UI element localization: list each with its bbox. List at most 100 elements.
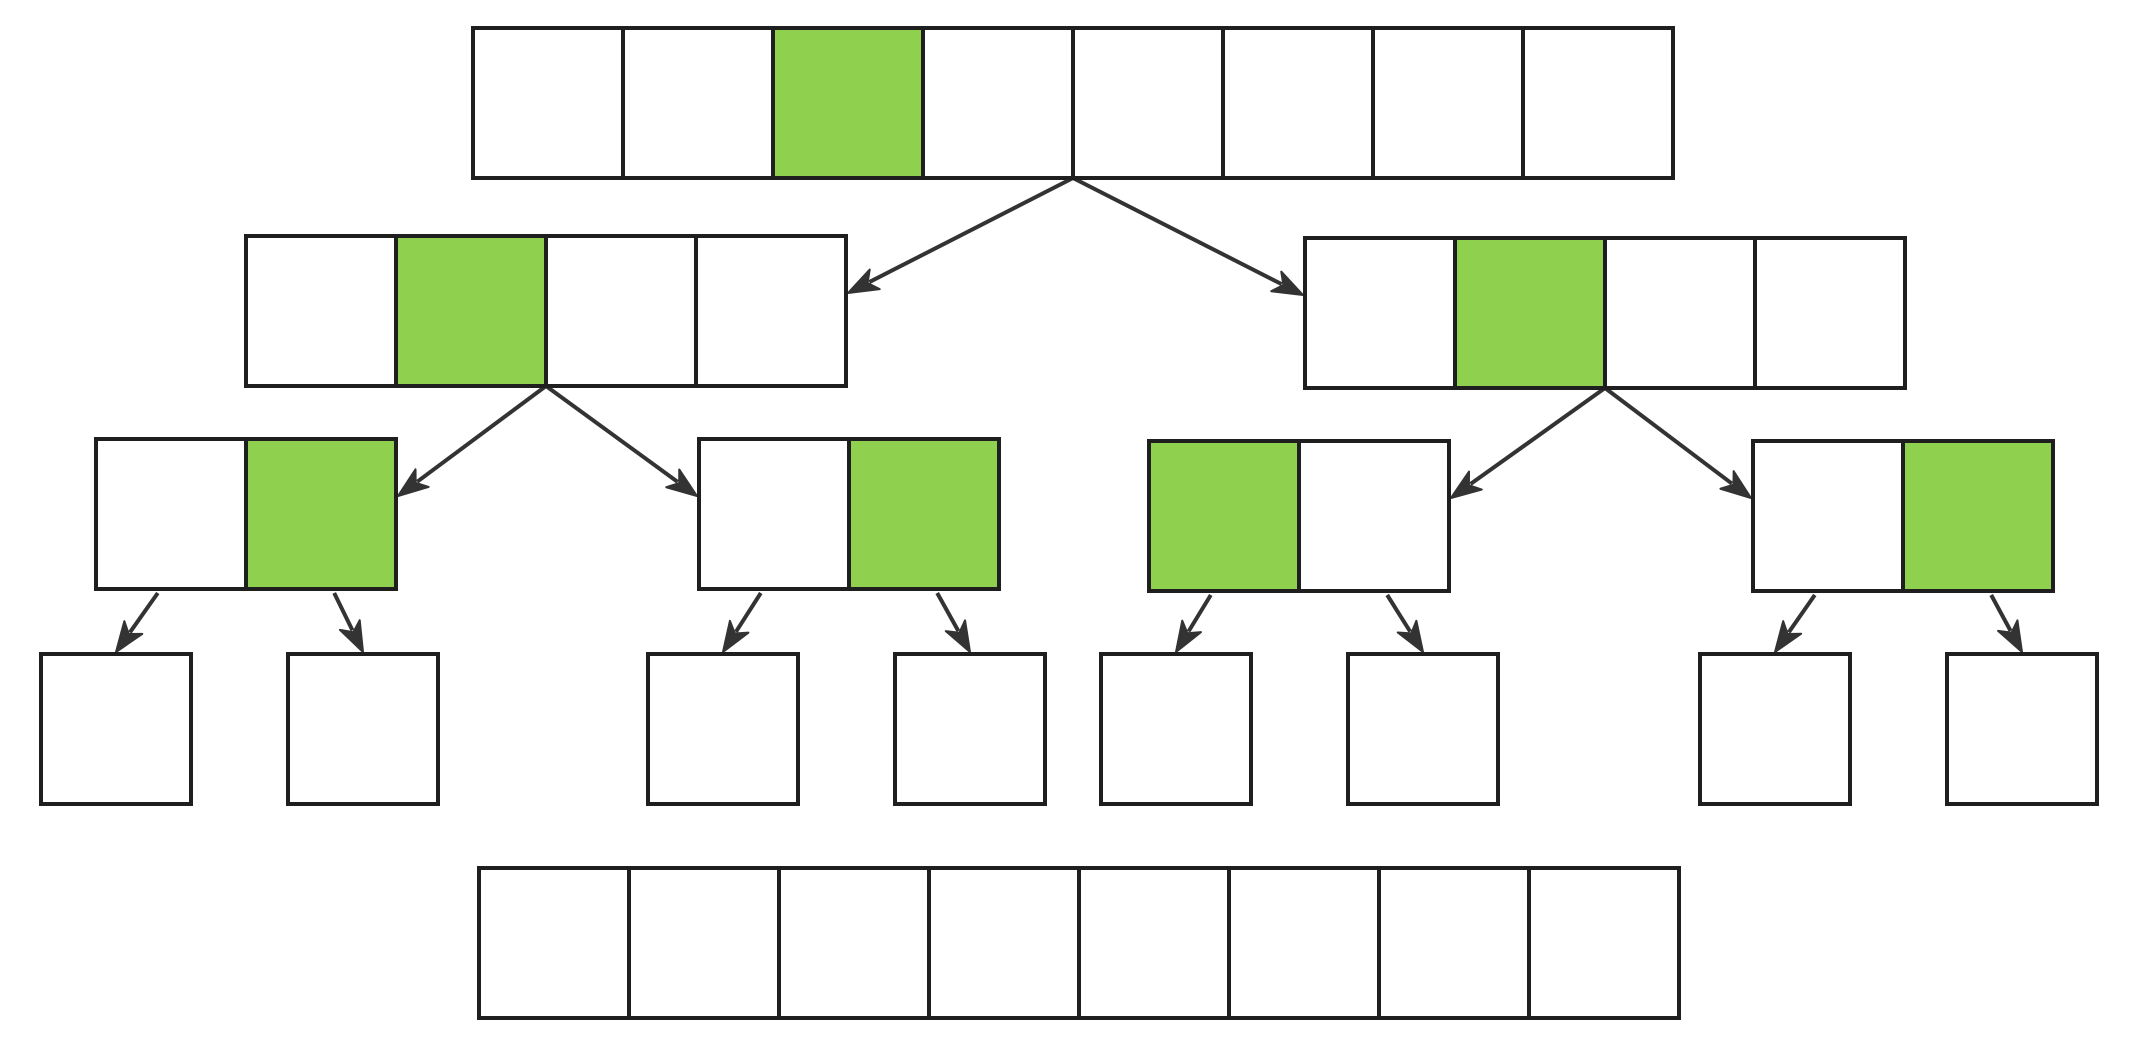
arrow-head bbox=[1396, 619, 1424, 653]
arrow-line bbox=[416, 384, 548, 484]
arrow-level2-c-to-level3-5 bbox=[1175, 593, 1213, 653]
arrow-level0-root-to-level1-right bbox=[1072, 176, 1304, 296]
arrows-group bbox=[115, 176, 2023, 653]
highlighted-cell bbox=[771, 26, 925, 180]
array-level0-root bbox=[471, 26, 1675, 180]
arrow-head bbox=[1719, 470, 1752, 499]
array-cell bbox=[1527, 866, 1681, 1020]
array-level1-right bbox=[1303, 236, 1907, 390]
array-cell bbox=[1753, 236, 1907, 390]
array-level3-7 bbox=[1698, 652, 1852, 806]
highlighted-cell bbox=[1453, 236, 1607, 390]
array-level1-left bbox=[244, 234, 848, 388]
arrow-head bbox=[397, 468, 430, 497]
array-cell bbox=[244, 234, 398, 388]
array-cell bbox=[1751, 439, 1905, 593]
arrow-line bbox=[935, 592, 961, 632]
arrow-head bbox=[1997, 619, 2023, 653]
arrow-level0-root-to-level1-left bbox=[847, 176, 1074, 294]
highlighted-cell bbox=[244, 437, 398, 591]
array-cell bbox=[1227, 866, 1381, 1020]
arrays-group bbox=[39, 26, 2099, 1020]
array-cell bbox=[921, 26, 1075, 180]
array-cell bbox=[1521, 26, 1675, 180]
array-cell bbox=[1071, 26, 1225, 180]
array-level3-4 bbox=[893, 652, 1047, 806]
arrow-head bbox=[338, 619, 364, 653]
array-cell bbox=[1346, 652, 1500, 806]
arrow-level2-c-to-level3-6 bbox=[1385, 593, 1424, 653]
array-level2-b bbox=[697, 437, 1001, 591]
array-cell bbox=[1077, 866, 1231, 1020]
array-cell bbox=[1303, 236, 1457, 390]
arrow-head bbox=[722, 619, 750, 653]
arrow-line bbox=[1385, 593, 1412, 633]
array-cell bbox=[697, 437, 851, 591]
array-cell bbox=[1377, 866, 1531, 1020]
array-cell bbox=[544, 234, 698, 388]
arrow-head bbox=[665, 468, 698, 497]
highlighted-cell bbox=[1147, 439, 1301, 593]
array-cell bbox=[1297, 439, 1451, 593]
array-level3-1 bbox=[39, 652, 193, 806]
array-level3-3 bbox=[646, 652, 800, 806]
array-cell bbox=[777, 866, 931, 1020]
array-cell bbox=[94, 437, 248, 591]
array-cell bbox=[1945, 652, 2099, 806]
arrow-level1-left-to-level2-a bbox=[397, 384, 548, 497]
arrow-head bbox=[847, 268, 881, 294]
array-cell bbox=[627, 866, 781, 1020]
arrow-level1-right-to-level2-d bbox=[1603, 386, 1752, 499]
arrow-level2-d-to-level3-8 bbox=[1989, 594, 2023, 653]
arrow-line bbox=[868, 176, 1074, 284]
arrow-head bbox=[1270, 270, 1304, 296]
arrow-level2-a-to-level3-2 bbox=[332, 592, 364, 653]
array-cell bbox=[646, 652, 800, 806]
arrow-line bbox=[1989, 594, 2013, 632]
arrow-head bbox=[1175, 619, 1203, 653]
arrow-line bbox=[1469, 386, 1607, 486]
array-cell bbox=[1099, 652, 1253, 806]
arrow-level1-right-to-level2-c bbox=[1450, 386, 1607, 499]
array-cell bbox=[39, 652, 193, 806]
arrow-line bbox=[734, 591, 763, 633]
arrow-head bbox=[1774, 620, 1803, 653]
arrow-level1-left-to-level2-b bbox=[544, 384, 698, 497]
highlighted-cell bbox=[1901, 439, 2055, 593]
array-cell bbox=[286, 652, 440, 806]
array-cell bbox=[1603, 236, 1757, 390]
arrow-line bbox=[128, 591, 160, 634]
highlighted-cell bbox=[394, 234, 548, 388]
arrow-line bbox=[1186, 593, 1213, 633]
arrow-line bbox=[544, 384, 679, 484]
arrow-head bbox=[115, 620, 144, 653]
array-level2-d bbox=[1751, 439, 2055, 593]
arrow-line bbox=[1603, 386, 1734, 486]
array-cell bbox=[1371, 26, 1525, 180]
array-level3-2 bbox=[286, 652, 440, 806]
arrow-head bbox=[1450, 470, 1483, 499]
array-cell bbox=[1221, 26, 1375, 180]
arrow-level2-b-to-level3-3 bbox=[722, 591, 763, 653]
arrow-line bbox=[1072, 176, 1283, 286]
arrow-line bbox=[332, 592, 355, 632]
array-level2-a bbox=[94, 437, 398, 591]
array-cell bbox=[1698, 652, 1852, 806]
arrow-level2-b-to-level3-4 bbox=[935, 592, 971, 653]
array-cell bbox=[694, 234, 848, 388]
array-result bbox=[477, 866, 1681, 1020]
array-level3-6 bbox=[1346, 652, 1500, 806]
arrow-level2-a-to-level3-1 bbox=[115, 591, 160, 653]
array-level3-8 bbox=[1945, 652, 2099, 806]
array-cell bbox=[621, 26, 775, 180]
array-level2-c bbox=[1147, 439, 1451, 593]
arrow-level2-d-to-level3-7 bbox=[1774, 593, 1817, 653]
highlighted-cell bbox=[847, 437, 1001, 591]
array-cell bbox=[477, 866, 631, 1020]
array-cell bbox=[927, 866, 1081, 1020]
arrow-line bbox=[1787, 593, 1817, 634]
array-cell bbox=[893, 652, 1047, 806]
arrow-head bbox=[944, 619, 971, 653]
array-level3-5 bbox=[1099, 652, 1253, 806]
